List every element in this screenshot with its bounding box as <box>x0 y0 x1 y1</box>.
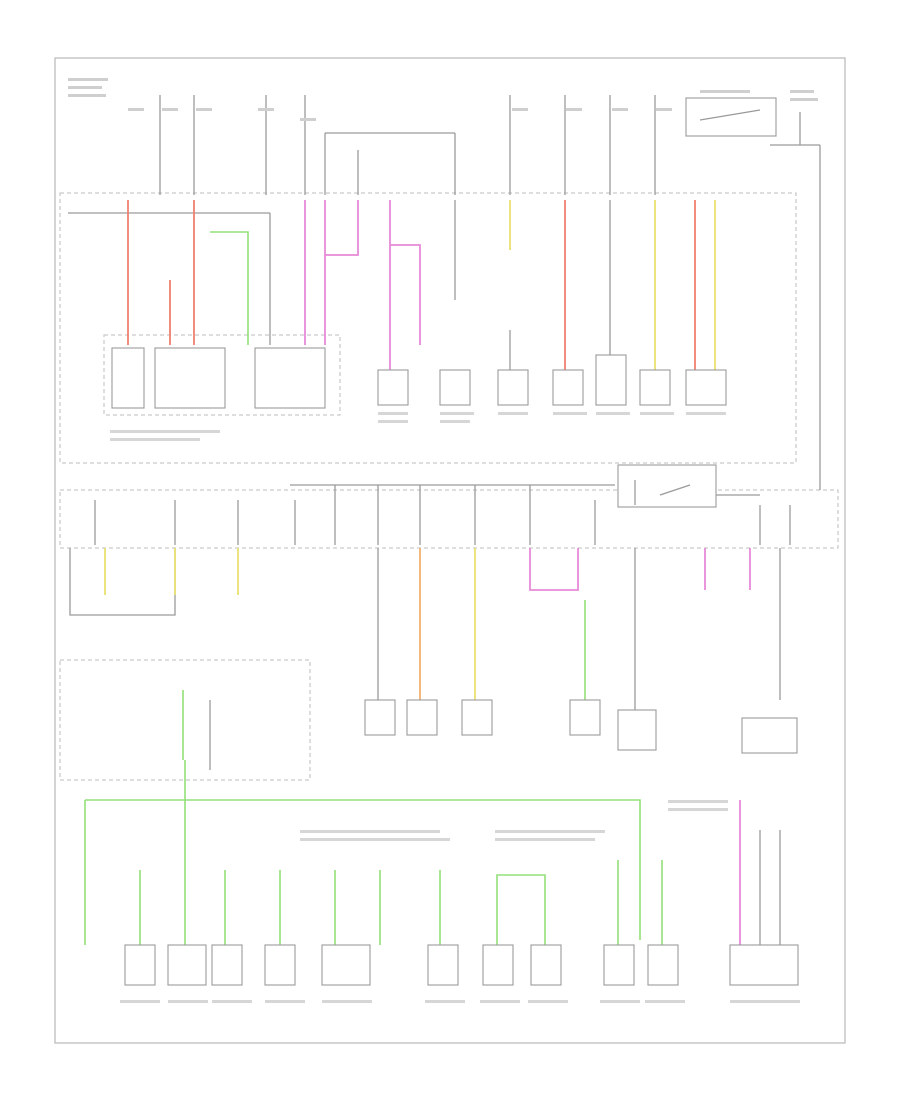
upper-box-wires <box>68 200 716 370</box>
lower-component-1 <box>124 944 156 986</box>
lower-component-5 <box>321 944 371 986</box>
lower-components <box>124 944 799 986</box>
lower-left-section-outline <box>59 659 311 781</box>
upper-component-3 <box>254 347 326 409</box>
mid-component-1 <box>364 699 396 736</box>
upper-components <box>111 347 727 409</box>
upper-component-7 <box>552 369 584 406</box>
upper-component-6 <box>497 369 529 406</box>
diagram-frame <box>54 57 846 1044</box>
mid-component-4 <box>569 699 601 736</box>
upper-fuse-box-outline <box>59 192 797 464</box>
middle-lower-wires <box>69 548 781 710</box>
mid-component-6 <box>741 717 798 754</box>
lower-component-3 <box>211 944 243 986</box>
middle-section-outline <box>59 489 839 549</box>
mid-component-5 <box>617 709 657 751</box>
upper-component-10 <box>685 369 727 406</box>
lower-component-4 <box>264 944 296 986</box>
upper-component-9 <box>639 369 671 406</box>
fuse-module-outline <box>103 334 341 416</box>
lower-component-10 <box>647 944 679 986</box>
lower-component-9 <box>603 944 635 986</box>
lower-component-2 <box>167 944 207 986</box>
lower-section-wires <box>84 690 781 945</box>
illegible-captions <box>110 412 800 1003</box>
mid-component-2 <box>406 699 438 736</box>
upper-component-8 <box>595 354 627 406</box>
middle-components <box>364 699 798 754</box>
lower-component-6 <box>427 944 459 986</box>
upper-component-4 <box>377 369 409 406</box>
top-relay <box>685 97 777 137</box>
middle-relay <box>617 464 717 508</box>
upper-component-2 <box>154 347 226 409</box>
middle-section-wires <box>94 464 791 545</box>
mid-component-3 <box>461 699 493 736</box>
lower-component-7 <box>482 944 514 986</box>
upper-component-1 <box>111 347 145 409</box>
lower-component-8 <box>530 944 562 986</box>
lower-component-11 <box>729 944 799 986</box>
upper-component-5 <box>439 369 471 406</box>
top-fuse-feeds <box>68 78 821 490</box>
